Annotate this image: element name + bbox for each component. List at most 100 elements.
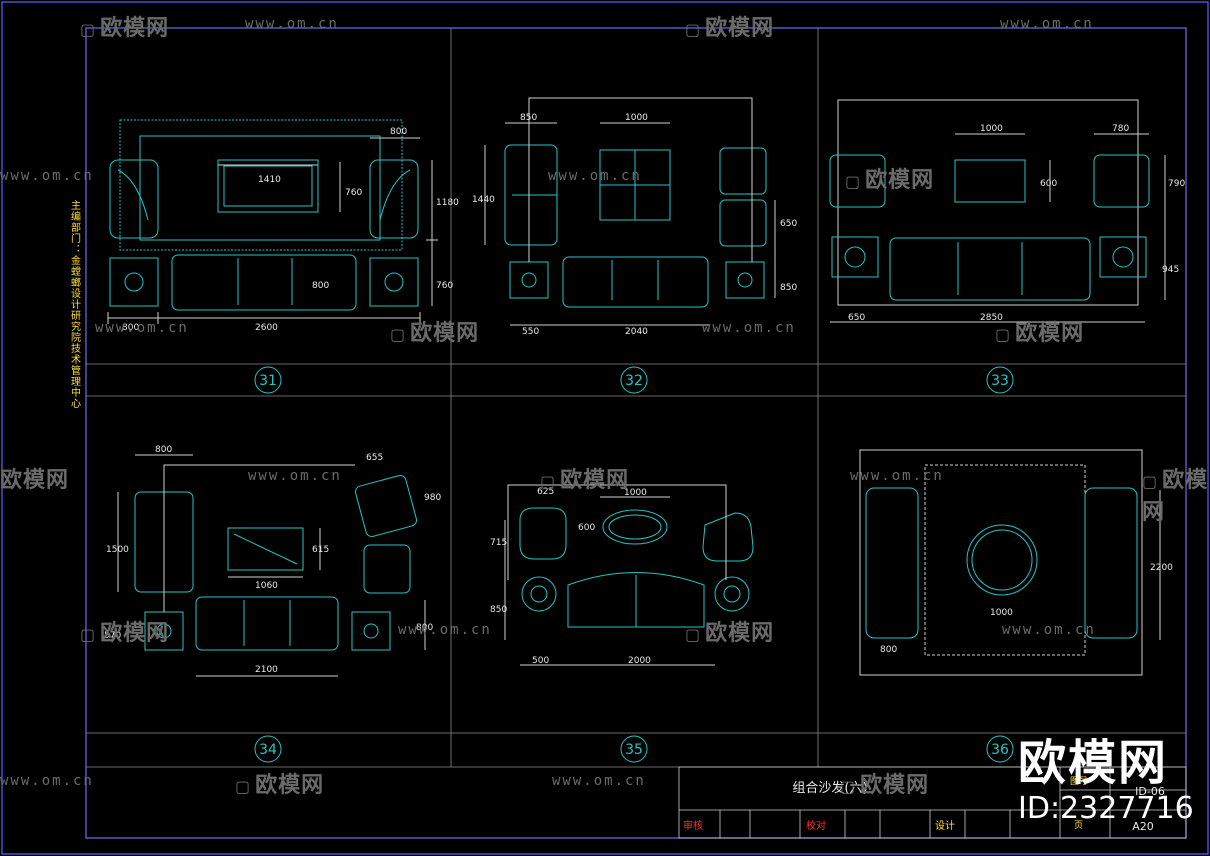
dim-34-i: 2100 (255, 665, 278, 675)
dim-31-f: 760 (436, 281, 453, 291)
dims-31: 800 1410 760 1180 800 760 800 2600 (122, 127, 459, 333)
dim-31-a: 800 (390, 127, 407, 137)
dim-35-e: 850 (490, 605, 507, 615)
dim-31-b: 1410 (258, 175, 281, 185)
dim-34-a: 800 (155, 445, 172, 455)
watermark-url: www.om.cn (248, 468, 342, 484)
layout-grid (86, 28, 1186, 768)
dim-35-b: 1000 (624, 488, 647, 498)
watermark-brand: ▢欧模网 (685, 16, 775, 41)
panel-number-34: 34 (259, 742, 277, 758)
dim-36-a: 2200 (1150, 563, 1173, 573)
label-review: 审核 (683, 819, 703, 832)
dim-34-g: 570 (104, 631, 121, 641)
dim-31-g: 800 (122, 323, 139, 333)
watermark-brand: ▢欧模网 (235, 773, 325, 798)
watermark-url: www.om.cn (0, 168, 94, 184)
plan-34 (117, 454, 426, 677)
plan-35 (504, 484, 754, 666)
dim-35-d: 715 (490, 538, 507, 548)
dims-36: 2200 1000 800 (880, 563, 1173, 655)
watermark-brand: ▢欧模网 (995, 321, 1085, 346)
panel-number-32: 32 (625, 373, 643, 389)
watermark-url: www.om.cn (398, 622, 492, 638)
panel-number-33: 33 (991, 373, 1009, 389)
label-check: 校对 (806, 819, 826, 832)
plan-33 (829, 99, 1166, 323)
sofa-icon: ▢ (80, 20, 97, 39)
dim-32-g: 2040 (625, 327, 648, 337)
watermark-brand: ▢欧模网 (685, 621, 775, 646)
watermark-brand: ▢欧模网 (80, 16, 170, 41)
dims-34: 800 655 980 1500 615 1060 570 800 2100 (104, 445, 441, 675)
brand-name: 欧模网 (1018, 735, 1169, 791)
dim-33-g: 2850 (980, 313, 1003, 323)
panel-number-35: 35 (625, 742, 643, 758)
dim-31-d: 1180 (436, 198, 459, 208)
dim-34-f: 1060 (255, 581, 278, 591)
watermark-brand: 欧模网 (0, 468, 70, 493)
vertical-note: 主编部门：金螳螂设计研究院技术管理中心 (69, 200, 81, 409)
label-design: 设计 (935, 819, 955, 832)
sofa-icon: ▢ (685, 20, 702, 39)
plan-36 (859, 449, 1161, 676)
panel-numbers (254, 366, 1014, 763)
dim-34-d: 1500 (106, 545, 129, 555)
dims-33: 1000 780 600 790 945 650 2850 (848, 124, 1185, 323)
dim-32-a: 850 (520, 113, 537, 123)
dim-32-d: 650 (780, 219, 797, 229)
dim-31-e: 800 (312, 281, 329, 291)
title-block (678, 766, 1187, 839)
dims-32: 850 1000 1440 650 850 550 2040 (472, 113, 797, 337)
label-drawing-no: 图号 (1070, 776, 1088, 787)
watermark-brand: ▢欧模网 (80, 621, 170, 646)
dim-33-e: 945 (1162, 265, 1179, 275)
sofa-icon: ▢ (995, 325, 1012, 344)
dim-36-b: 1000 (990, 608, 1013, 618)
dim-34-b: 655 (366, 453, 383, 463)
dim-32-f: 550 (522, 327, 539, 337)
watermark-url: www.om.cn (702, 320, 796, 336)
sofa-icon: ▢ (1142, 472, 1159, 491)
dim-33-f: 650 (848, 313, 865, 323)
sofa-icon: ▢ (390, 325, 407, 344)
dim-34-c: 980 (424, 493, 441, 503)
dim-35-a: 625 (537, 487, 554, 497)
watermark-brand: ▢欧模网 (540, 468, 630, 493)
dim-32-b: 1000 (625, 113, 648, 123)
dim-36-c: 800 (880, 645, 897, 655)
drawing-number: ID-06 (1135, 785, 1165, 798)
watermark-brand: ▢欧模网 (390, 321, 480, 346)
watermark-brand: ▢欧模网 (845, 168, 935, 193)
dim-33-d: 790 (1168, 179, 1185, 189)
dim-34-h: 800 (416, 623, 433, 633)
sofa-icon: ▢ (845, 172, 862, 191)
sofa-icon: ▢ (685, 625, 702, 644)
brand-badge: 欧模网 ID:2327716 (1018, 735, 1194, 827)
panel-number-31: 31 (259, 373, 277, 389)
watermark-url: www.om.cn (245, 16, 339, 32)
watermark-url: www.om.cn (548, 168, 642, 184)
dim-32-c: 1440 (472, 195, 495, 205)
watermark-brand: ▢欧模网 (1142, 468, 1209, 525)
dim-35-g: 2000 (628, 656, 651, 666)
sofa-icon: ▢ (540, 472, 557, 491)
plan-32 (484, 97, 776, 326)
dim-33-b: 780 (1112, 124, 1129, 134)
dim-31-h: 2600 (255, 323, 278, 333)
dim-35-f: 500 (532, 656, 549, 666)
dim-34-e: 615 (312, 545, 329, 555)
watermark-url: www.om.cn (850, 468, 944, 484)
watermark-url: www.om.cn (1000, 16, 1094, 32)
dim-33-a: 1000 (980, 124, 1003, 134)
sheet-size: A20 (1132, 820, 1154, 833)
panel-number-36: 36 (991, 742, 1009, 758)
label-page: 页 (1074, 820, 1083, 831)
watermark-url: www.om.cn (1002, 622, 1096, 638)
dim-31-c: 760 (345, 188, 362, 198)
watermark-url: www.om.cn (552, 773, 646, 789)
watermark-url: www.om.cn (95, 320, 189, 336)
sofa-icon: ▢ (840, 777, 857, 796)
